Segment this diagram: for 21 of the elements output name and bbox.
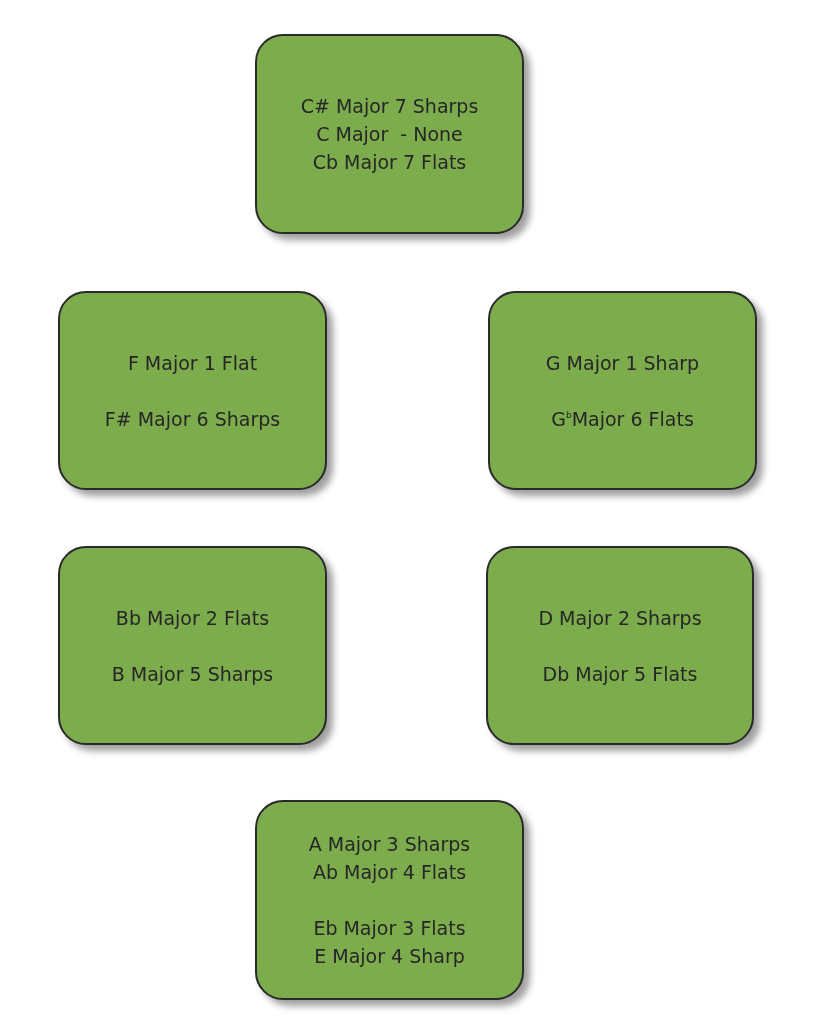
key-signature-text: Ab Major 4 Flats <box>312 860 467 885</box>
rounded-box <box>255 800 524 1000</box>
rounded-box <box>58 546 327 745</box>
key-signature-text: G$^{b}$Major 6 Flats <box>551 406 694 432</box>
key-signature-text: F Major 1 Flat <box>127 350 258 376</box>
key-signature-text: G Major 1 Sharp <box>545 350 700 376</box>
key-signature-text: Db Major 5 Flats <box>542 661 698 687</box>
key-signature-text: B Major 5 Sharps <box>111 661 274 687</box>
rounded-box <box>488 291 757 490</box>
key-signature-text: Bb Major 2 Flats <box>115 605 270 631</box>
key-signature-text: Eb Major 3 Flats <box>313 916 466 941</box>
key-signature-text: Cb Major 7 Flats <box>312 150 467 175</box>
key-signature-text: C Major - None <box>316 122 463 147</box>
key-signature-text: C# Major 7 Sharps <box>300 94 479 119</box>
key-signature-text: D Major 2 Sharps <box>538 605 702 631</box>
rounded-box <box>58 291 327 490</box>
key-signature-text: A Major 3 Sharps <box>308 832 471 857</box>
key-signature-text: F# Major 6 Sharps <box>104 406 281 432</box>
rounded-box <box>486 546 754 745</box>
key-signature-text: E Major 4 Sharp <box>314 944 465 969</box>
rounded-box <box>255 34 524 234</box>
